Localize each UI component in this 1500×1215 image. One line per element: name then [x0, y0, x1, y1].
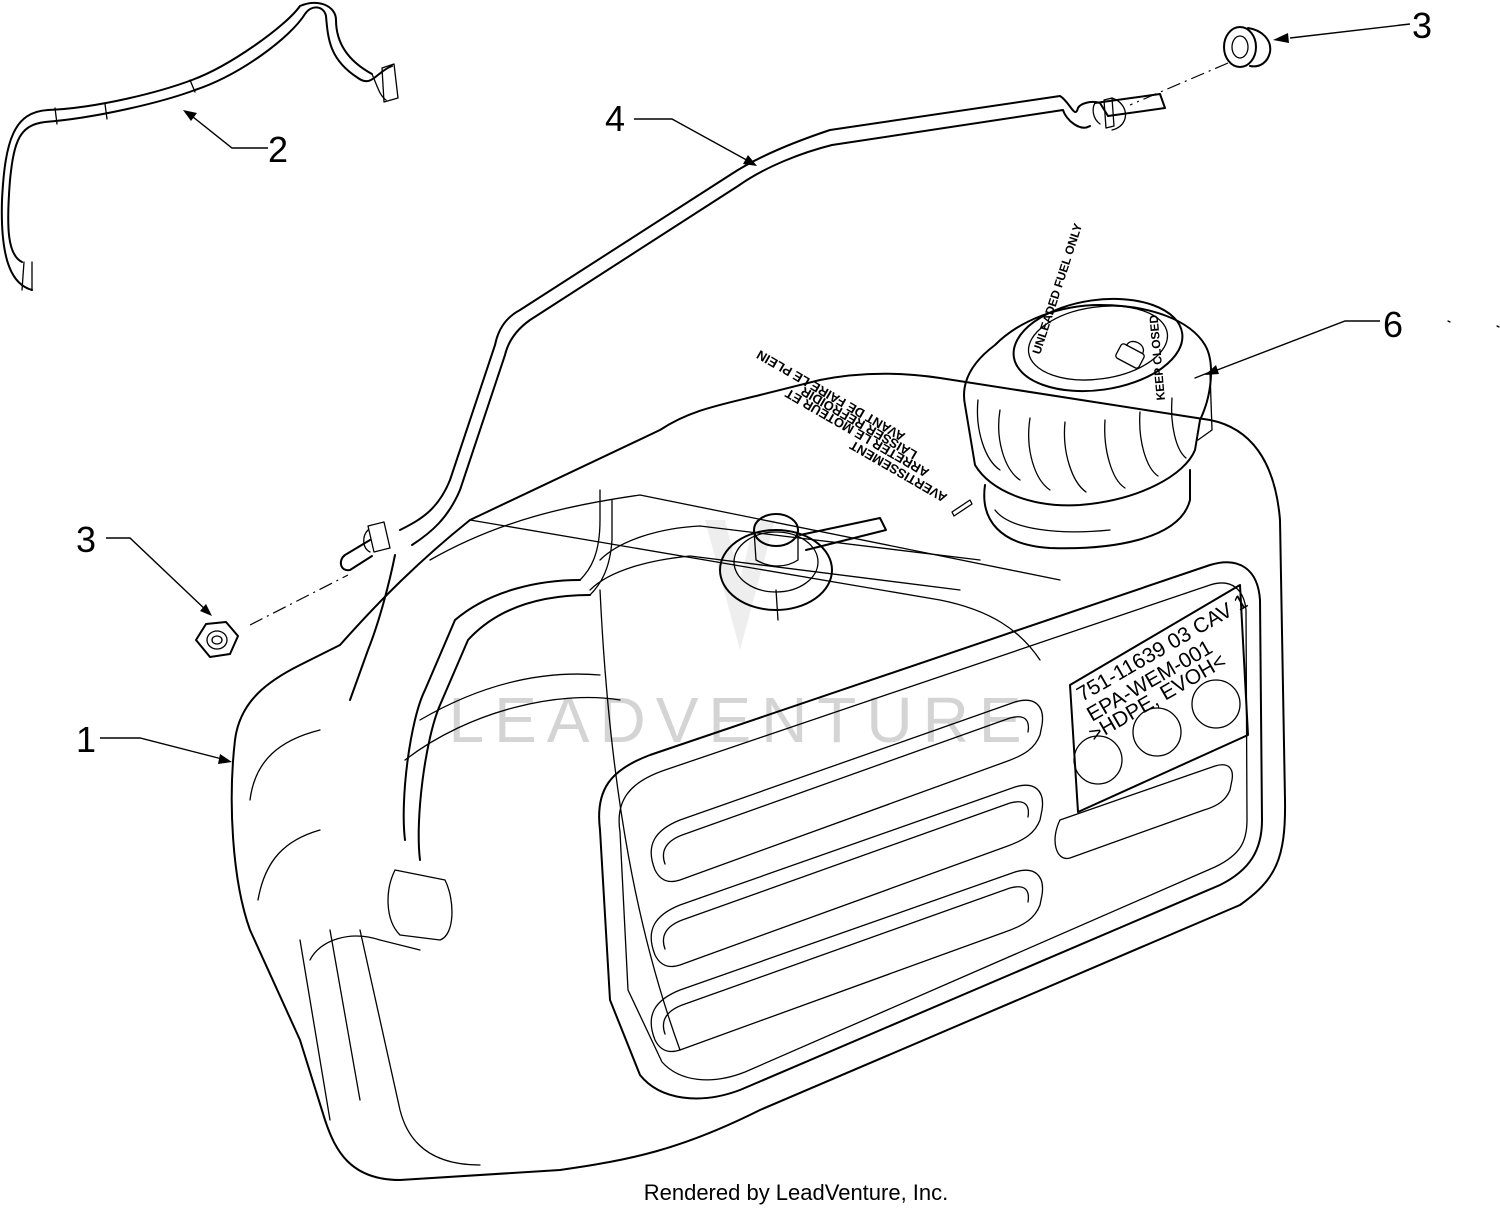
watermark: LEADVENTURE: [449, 520, 1032, 756]
part-3-grommet-right[interactable]: [1223, 26, 1272, 68]
axis-line-right: [1129, 62, 1229, 106]
warning-line-4: AVANT DE FAIRE LE PLEIN: [754, 347, 907, 444]
part-2-fuel-line[interactable]: [0, 1, 399, 291]
footer-text: Rendered by LeadVenture, Inc.: [643, 1180, 949, 1205]
cap-top-text: UNLEADED FUEL ONLY: [1030, 222, 1086, 356]
grip-recesses: [650, 699, 1234, 1053]
part-3-grommet-left[interactable]: [195, 621, 239, 658]
callout-3-right: 3: [1412, 5, 1432, 46]
warning-decal: AVERTISSEMENT ARRETER LE MOTEUR ET LAISS…: [754, 347, 973, 517]
part-4-vent-line[interactable]: [339, 93, 1166, 701]
callout-1: 1: [76, 719, 96, 760]
callouts: 2 4 3 6 3 1: [76, 5, 1432, 760]
callout-2: 2: [268, 129, 288, 170]
callout-6: 6: [1383, 304, 1403, 345]
vent-fitting: [719, 513, 887, 621]
cap-lock-icon: [1115, 340, 1145, 369]
footer-credit: Rendered by LeadVenture, Inc.: [0, 1180, 1500, 1206]
callout-4: 4: [605, 98, 625, 139]
callout-3-left: 3: [76, 519, 96, 560]
part-1-fuel-tank[interactable]: 751-11639 03 CAV 1 EPA-WEM-001 >HDPE, EV…: [230, 347, 1287, 1181]
axis-line-left: [249, 574, 349, 626]
stamp-panel: 751-11639 03 CAV 1 EPA-WEM-001 >HDPE, EV…: [1069, 584, 1252, 813]
watermark-text: LEADVENTURE: [449, 684, 1032, 756]
leader-lines: [100, 23, 1411, 764]
part-6-fuel-cap[interactable]: UNLEADED FUEL ONLY KEEP CLOSED: [963, 222, 1213, 507]
